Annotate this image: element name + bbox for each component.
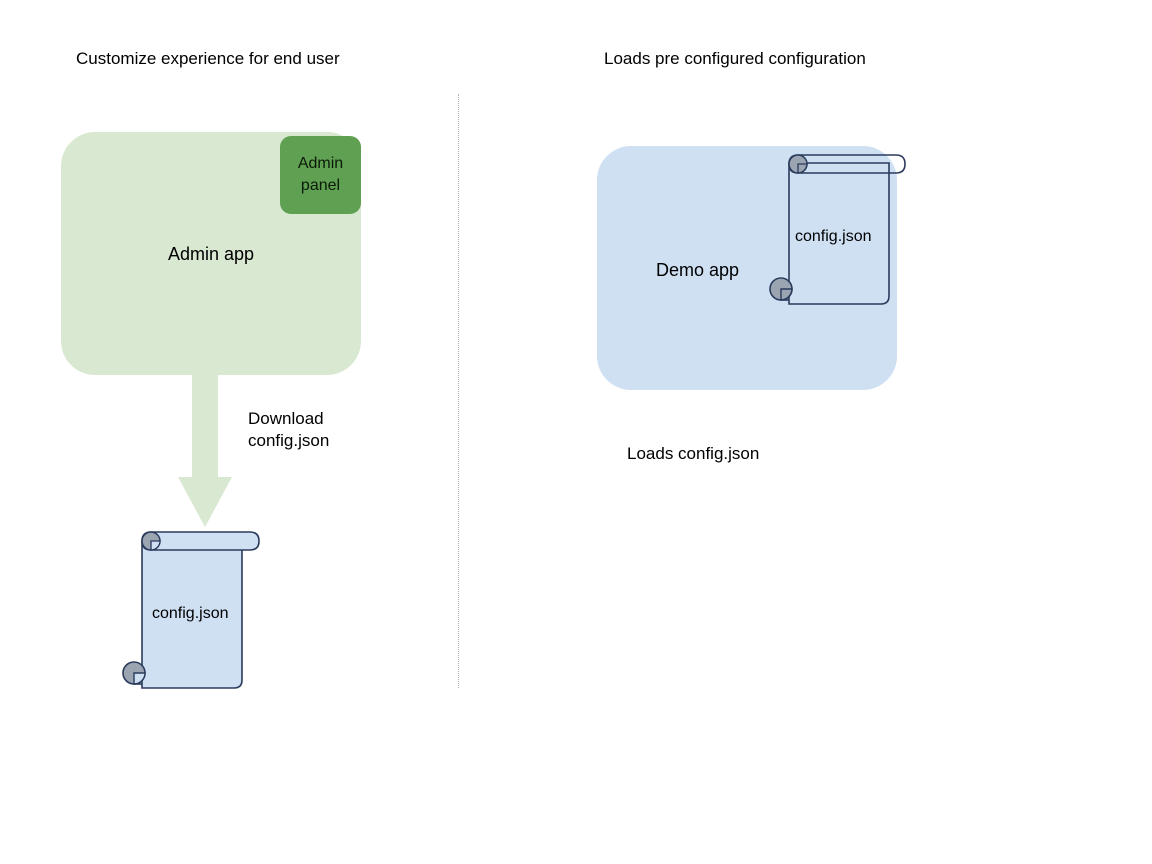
left-column-heading: Customize experience for end user	[76, 49, 340, 68]
download-arrow-icon	[178, 372, 232, 527]
right-document-label: config.json	[795, 228, 872, 245]
config-json-document-icon	[122, 531, 260, 689]
config-json-document-icon	[769, 154, 906, 305]
demo-app-label: Demo app	[656, 260, 740, 280]
admin-app-label: Admin app	[167, 244, 255, 264]
right-column-heading: Loads pre configured configuration	[604, 49, 866, 68]
admin-panel-box[interactable]: Admin panel	[280, 136, 361, 214]
left-document-label: config.json	[152, 605, 229, 622]
column-divider	[458, 94, 459, 688]
loads-config-caption: Loads config.json	[627, 444, 760, 463]
admin-panel-label: Admin panel	[297, 155, 344, 194]
download-arrow-label: Download config.json	[248, 409, 330, 450]
demo-app-box	[597, 146, 897, 390]
